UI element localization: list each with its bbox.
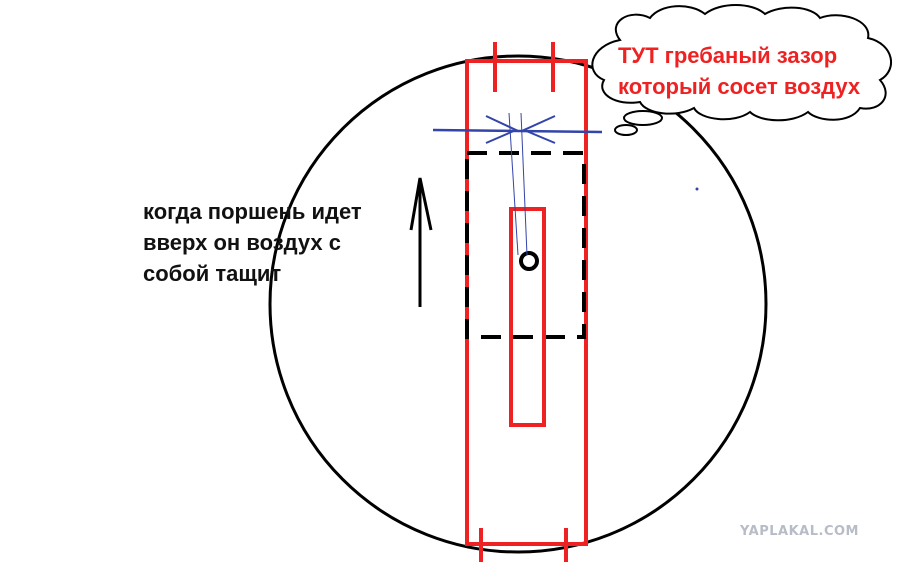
cylinder-outline bbox=[465, 59, 588, 546]
piston-annotation: когда поршень идет вверх он воздух с соб… bbox=[143, 196, 362, 289]
connecting-rod bbox=[509, 207, 546, 427]
piston-pin bbox=[519, 251, 539, 271]
piston-outline bbox=[465, 151, 586, 339]
piston-annotation-line-1: когда поршень идет bbox=[143, 199, 362, 224]
rotor-circle bbox=[268, 54, 768, 554]
gap-indicator bbox=[432, 112, 603, 256]
site-watermark: YAPLAKAL.COM bbox=[740, 524, 859, 539]
thought-cloud-bubble-1 bbox=[623, 110, 663, 126]
gap-annotation-line-1: ТУТ гребаный зазор bbox=[618, 43, 838, 68]
stray-dot bbox=[695, 187, 699, 191]
thought-cloud bbox=[591, 4, 892, 122]
piston-annotation-line-2: вверх он воздух с bbox=[143, 230, 341, 255]
thought-cloud-bubble-2 bbox=[614, 124, 638, 136]
gap-annotation-line-2: который сосет воздух bbox=[618, 74, 861, 99]
cylinder-ticks-bottom bbox=[479, 528, 568, 562]
up-arrow-icon bbox=[409, 177, 433, 307]
cylinder-ticks-top bbox=[493, 42, 555, 92]
gap-annotation: ТУТ гребаный зазор который сосет воздух bbox=[618, 40, 860, 102]
piston-annotation-line-3: собой тащит bbox=[143, 261, 282, 286]
